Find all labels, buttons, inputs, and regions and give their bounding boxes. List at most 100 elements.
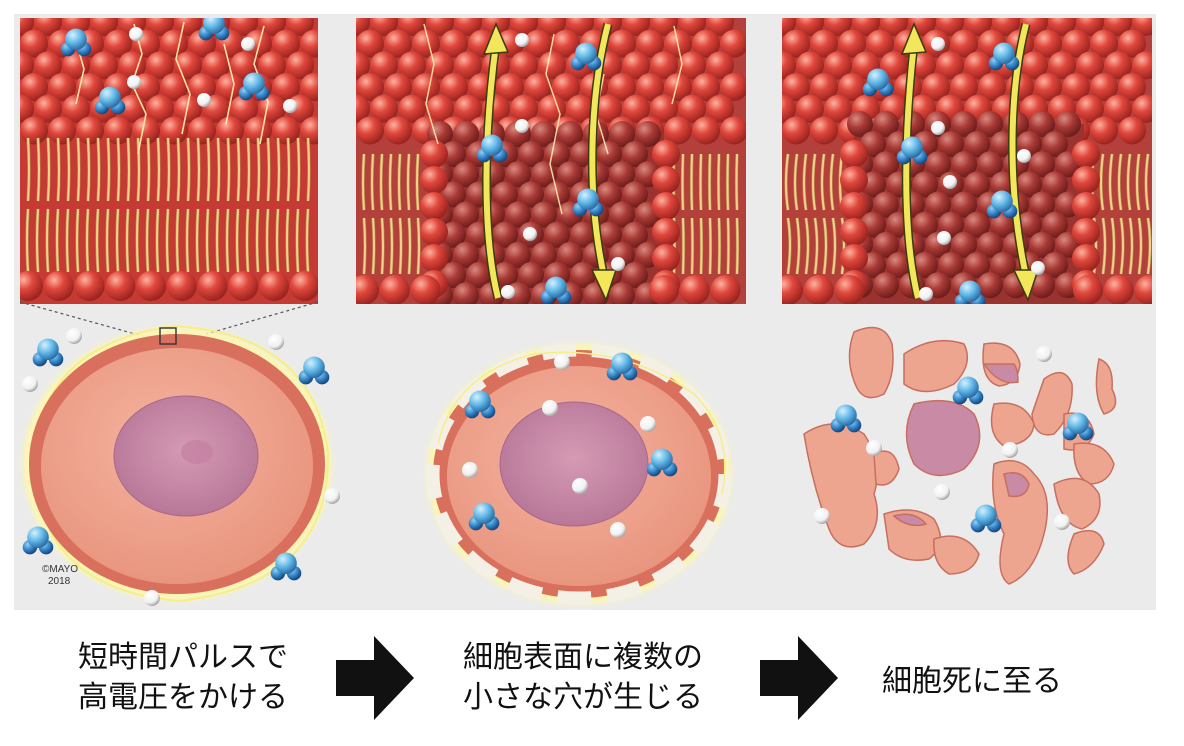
lipid-tail — [227, 137, 230, 202]
lipid-head — [146, 94, 174, 123]
lipid-head — [48, 73, 76, 102]
lipid-head — [566, 94, 594, 123]
lipid-head — [1042, 211, 1068, 238]
lipid-head — [356, 18, 370, 36]
lipid-tail — [247, 137, 250, 202]
lipid-head — [1104, 18, 1132, 36]
lipid-tail — [390, 217, 393, 275]
lipid-head — [834, 275, 865, 304]
lipid-head — [466, 262, 492, 289]
lipid-head — [950, 73, 978, 102]
lipid-head — [720, 116, 746, 145]
ion-particle-icon — [324, 488, 340, 504]
lipid-tail — [306, 208, 309, 273]
ion-particle-icon — [937, 231, 951, 245]
lipid-head — [384, 116, 412, 145]
step-1-line-1: 短時間パルスで — [78, 640, 288, 675]
lipid-head — [426, 94, 454, 123]
lipid-head — [782, 116, 810, 145]
lipid-head — [216, 116, 244, 145]
lipid-tail — [362, 153, 365, 211]
lipid-tail — [207, 137, 210, 202]
lipid-head — [453, 282, 479, 304]
lipid-head — [678, 94, 706, 123]
lipid-tail — [805, 217, 809, 275]
lipid-tail — [186, 208, 189, 273]
lipid-tail — [691, 217, 694, 275]
lipid-head — [398, 51, 426, 80]
ion-particle-icon — [1036, 346, 1052, 362]
lipid-tail — [137, 137, 140, 202]
lipid-head — [692, 73, 720, 102]
lipid-head — [356, 94, 370, 123]
lipid-head — [440, 73, 468, 102]
lipid-tail — [787, 217, 791, 275]
ion-particle-icon — [610, 522, 626, 538]
lipid-head — [1020, 51, 1048, 80]
lipid-head — [652, 192, 680, 220]
lipid-head — [160, 116, 188, 145]
ion-particle-icon — [197, 93, 211, 107]
lipid-head — [1118, 29, 1146, 58]
lipid-head — [1132, 94, 1152, 123]
lipid-head — [1072, 140, 1100, 168]
lipid-head — [1029, 231, 1055, 258]
lipid-tail — [1145, 153, 1149, 211]
lipid-head — [454, 18, 482, 36]
lipid-head — [992, 18, 1020, 36]
lipid-head — [412, 29, 440, 58]
lipid-tail — [126, 208, 129, 273]
lipid-tail — [417, 217, 420, 275]
lipid-head — [1118, 73, 1146, 102]
cell-molecule-layer — [22, 328, 340, 606]
lipid-head — [912, 171, 938, 198]
lipid-head — [453, 241, 479, 268]
lipid-head — [524, 29, 552, 58]
ion-particle-icon — [515, 33, 529, 47]
lipid-head — [873, 111, 899, 137]
lipid-head — [453, 201, 479, 228]
lipid-head — [43, 271, 74, 301]
lipid-tail — [718, 217, 721, 275]
lipid-head — [104, 29, 132, 58]
ion-particle-icon — [919, 287, 933, 301]
lipid-head — [692, 116, 720, 145]
lipid-head — [286, 51, 314, 80]
lipid-head — [1090, 116, 1118, 145]
lipid-tail — [287, 137, 290, 202]
lipid-head — [531, 121, 557, 147]
lipid-tail — [416, 153, 419, 211]
lipid-head — [566, 18, 594, 36]
lipid-tail — [116, 208, 119, 273]
lipid-head — [518, 262, 544, 289]
lipid-head — [398, 18, 426, 36]
lipid-head — [398, 94, 426, 123]
lipid-tail — [46, 208, 49, 273]
lipid-head — [1055, 111, 1081, 137]
lipid-head — [650, 18, 678, 36]
lipid-head — [873, 272, 899, 299]
lipid-tail — [136, 208, 139, 273]
lipid-tail — [256, 208, 259, 273]
lipid-tail — [257, 137, 260, 202]
lipid-head — [594, 94, 622, 123]
lipid-head — [852, 18, 880, 36]
lipid-head — [873, 151, 899, 178]
lipid-head — [622, 221, 648, 248]
lipid-tail — [246, 208, 249, 273]
lipid-head — [90, 51, 118, 80]
lipid-head — [1118, 116, 1146, 145]
water-molecule-icon — [298, 356, 330, 385]
lipid-head — [272, 29, 300, 58]
lipid-head — [1029, 151, 1055, 178]
lipid-head — [720, 29, 746, 58]
lipid-tail — [1147, 217, 1151, 275]
lipid-head — [356, 51, 370, 80]
lipid-tail — [276, 208, 279, 273]
ion-particle-icon — [1002, 442, 1018, 458]
lipid-head — [977, 231, 1003, 258]
lipid-tail — [107, 137, 110, 202]
lipid-head — [838, 73, 866, 102]
lipid-head — [228, 271, 259, 301]
lipid-head — [1104, 94, 1132, 123]
